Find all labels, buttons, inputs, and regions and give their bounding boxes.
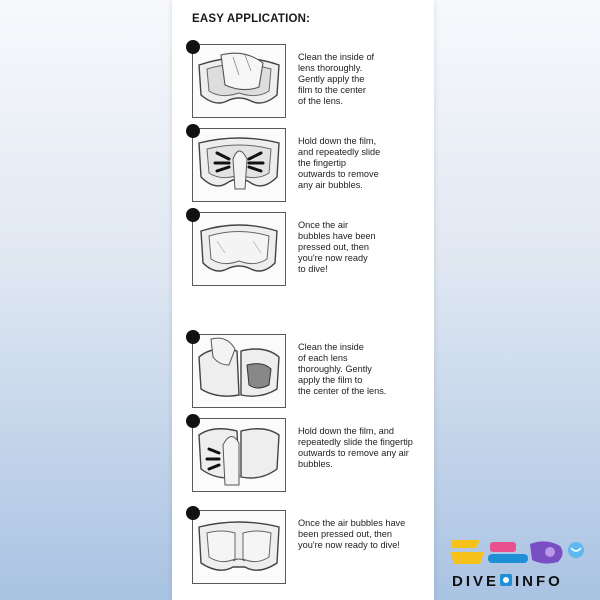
step-badge [186,414,200,428]
mask-single-lens-done-illustration [192,212,286,286]
step-badge [186,124,200,138]
dive-info-logo: DIVE INFO [448,536,588,592]
mask-dual-lens-press-illustration [192,418,286,492]
step-badge [186,208,200,222]
mask-dual-lens-apply-illustration [192,334,286,408]
logo-word-dive: DIVE [452,572,500,590]
step-badge [186,40,200,54]
mask-single-lens-press-illustration [192,128,286,202]
mask-dual-lens-done-illustration [192,510,286,584]
mask-single-lens-apply-illustration [192,44,286,118]
logo-wordmark: DIVE INFO [452,572,588,590]
step-text: Hold down the film, and repeatedly slide… [298,426,413,469]
scuba-diver-logo-icon [450,540,584,564]
logo-dot-icon [500,574,513,587]
instruction-sheet: EASY APPLICATION: Clean the inside of le… [172,0,434,600]
step-text: Clean the inside of each lens thoroughly… [298,342,387,396]
step-text: Once the air bubbles have been pressed o… [298,518,406,550]
step-badge [186,330,200,344]
step-text: Once the air bubbles have been pressed o… [298,220,376,274]
step-text: Hold down the film, and repeatedly slide… [298,136,381,190]
sheet-title: EASY APPLICATION: [192,13,311,25]
step-text: Clean the inside of lens thoroughly. Gen… [298,52,375,106]
step-badge [186,506,200,520]
logo-word-info: INFO [515,572,563,590]
